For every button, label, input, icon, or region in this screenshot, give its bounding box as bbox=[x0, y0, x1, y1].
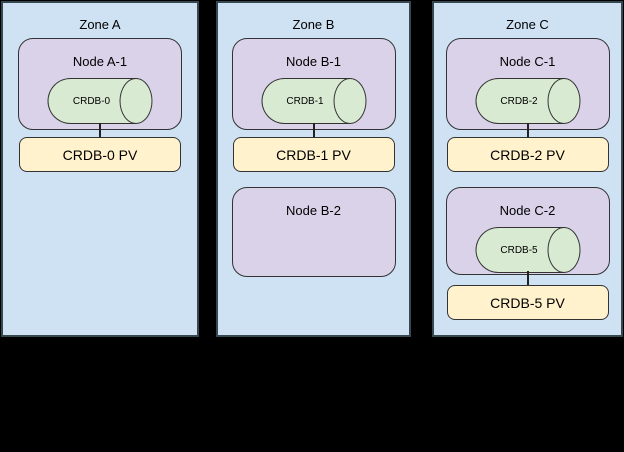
cylinder-end-cap bbox=[333, 78, 366, 124]
crdb-0-pod-cylinder: CRDB-0 bbox=[47, 78, 153, 124]
crdb-5-pv-connector-line bbox=[526, 271, 529, 286]
crdb-2-pod-label: CRDB-2 bbox=[500, 95, 538, 107]
node-b-2-label: Node B-2 bbox=[286, 203, 341, 218]
crdb-5-pv-box: CRDB-5 PV bbox=[446, 285, 609, 320]
crdb-1-pv-connector-line bbox=[312, 123, 315, 138]
zone-b-label: Zone B bbox=[292, 17, 335, 32]
crdb-5-pod-label: CRDB-5 bbox=[500, 244, 538, 256]
crdb-1-pod-cylinder: CRDB-1 bbox=[261, 78, 366, 124]
crdb-0-pv-connector-line bbox=[99, 123, 101, 138]
node-c-1-label: Node C-1 bbox=[499, 54, 556, 69]
zone-c: Zone C Node C-1 CRDB-2 CRDB-2 PV Node C-… bbox=[432, 1, 623, 337]
node-b-1-label: Node B-1 bbox=[286, 54, 341, 69]
node-b-1: Node B-1 CRDB-1 bbox=[231, 38, 396, 130]
zone-a-label: Zone A bbox=[79, 17, 121, 32]
crdb-0-pod-label: CRDB-0 bbox=[72, 95, 111, 107]
crdb-1-pod-label: CRDB-1 bbox=[286, 95, 324, 107]
crdb-2-pod-cylinder: CRDB-2 bbox=[475, 78, 580, 124]
node-a-1: Node A-1 CRDB-0 bbox=[18, 38, 182, 130]
node-c-2: Node C-2 CRDB-5 bbox=[445, 187, 610, 275]
node-a-1-label: Node A-1 bbox=[72, 54, 128, 69]
cylinder-end-cap bbox=[547, 78, 580, 124]
zone-b: Zone B Node B-1 CRDB-1 CRDB-1 PV Node B-… bbox=[216, 1, 411, 337]
zone-c-label: Zone C bbox=[506, 17, 549, 32]
cylinder-end-cap bbox=[547, 227, 580, 273]
cylinder-end-cap bbox=[119, 78, 153, 124]
crdb-1-pv-box: CRDB-1 PV bbox=[232, 137, 395, 172]
crdb-2-pv-connector-line bbox=[526, 123, 529, 138]
crdb-2-pv-box: CRDB-2 PV bbox=[446, 137, 609, 172]
zone-a: Zone A Node A-1 CRDB-0 CRDB-0 PV bbox=[1, 1, 199, 337]
node-c-2-label: Node C-2 bbox=[499, 203, 556, 218]
crdb-5-pod-cylinder: CRDB-5 bbox=[475, 227, 580, 273]
node-c-1: Node C-1 CRDB-2 bbox=[445, 38, 610, 130]
node-b-2: Node B-2 bbox=[231, 187, 396, 277]
crdb-0-pv-box: CRDB-0 PV bbox=[19, 137, 181, 172]
